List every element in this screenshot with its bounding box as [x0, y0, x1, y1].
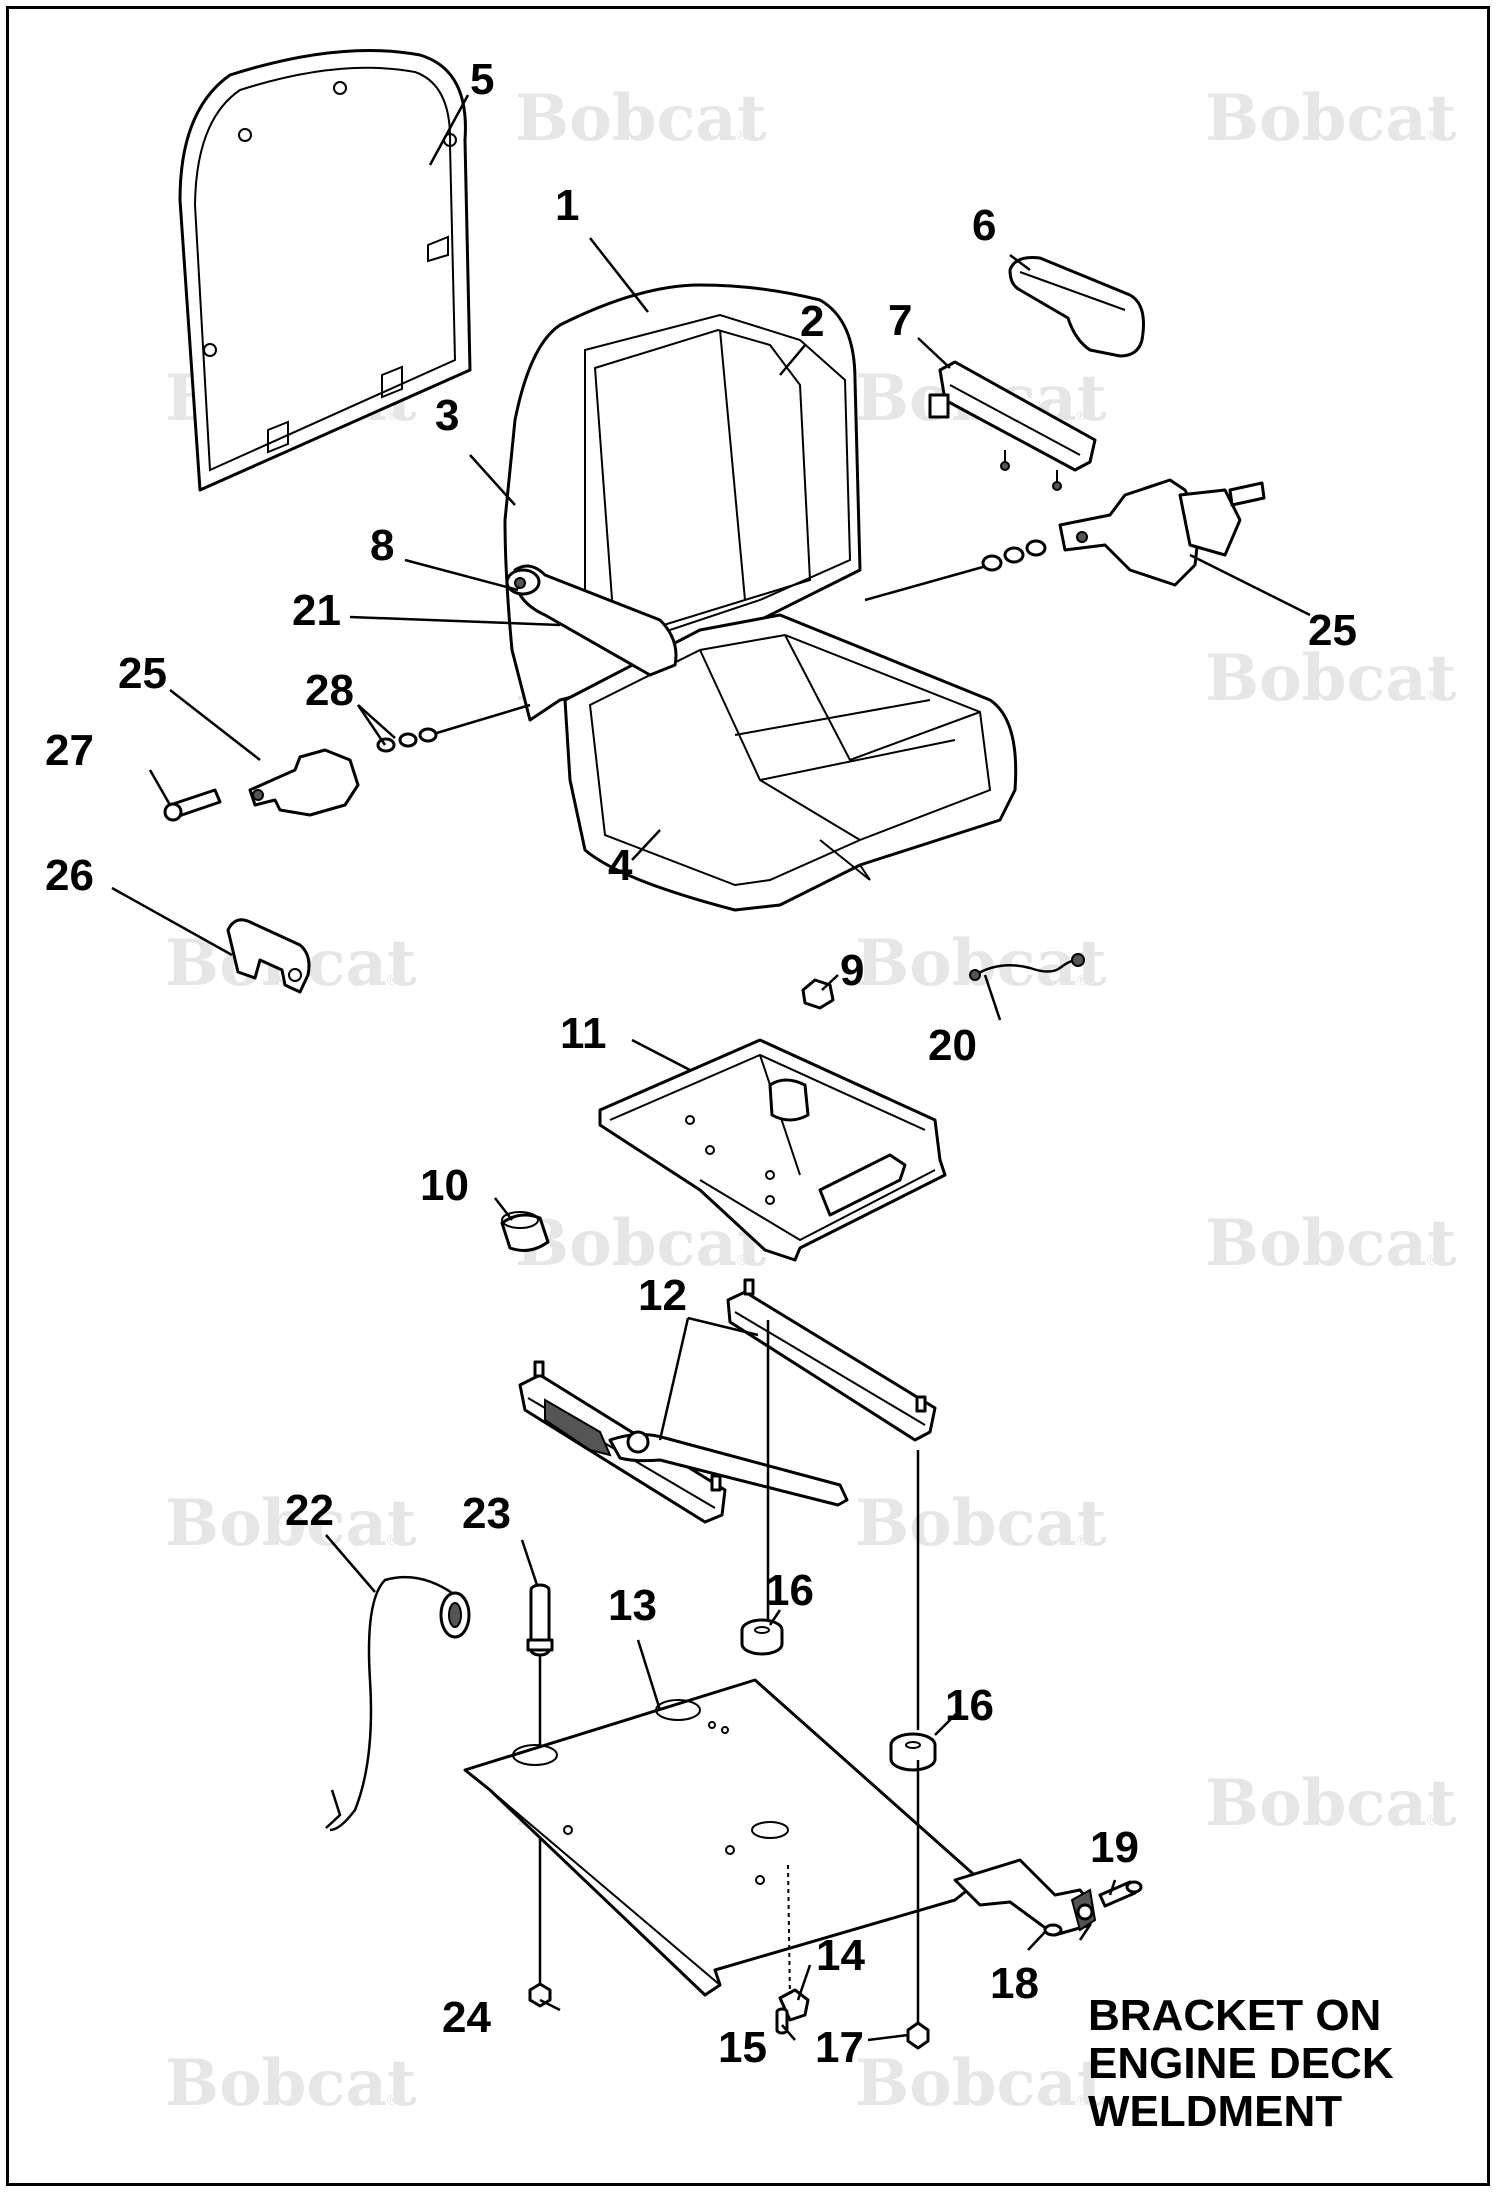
watermark-text: Bobcat	[1205, 81, 1457, 156]
watermark: Bobcat ®	[1205, 1766, 1457, 1841]
watermark: Bobcat ®	[855, 1486, 1107, 1561]
callout-9: 9	[840, 946, 864, 995]
callout-13: 13	[608, 1581, 657, 1630]
spacer-part	[740, 1618, 784, 1656]
right-belt-buckle-part	[864, 478, 1266, 602]
watermark: Bobcat ®	[855, 2046, 1107, 2121]
watermark: Bobcat ®	[1205, 641, 1457, 716]
watermark-text: Bobcat	[1205, 641, 1457, 716]
bushing-part	[500, 1211, 550, 1252]
watermark-reg: ®	[1075, 973, 1089, 989]
bracket-note: BRACKET ON ENGINE DECK WELDMENT	[1088, 1991, 1394, 2136]
callout-19: 19	[1090, 1823, 1139, 1872]
callout-17: 17	[815, 2023, 864, 2072]
callout-1: 1	[555, 181, 579, 230]
watermark-reg: ®	[385, 973, 399, 989]
callout-24: 24	[442, 1993, 491, 2042]
watermark: Bobcat ®	[515, 81, 767, 156]
watermark-text: Bobcat	[165, 2046, 417, 2121]
watermark-reg: ®	[1425, 1813, 1439, 1829]
leader-lines	[111, 94, 1311, 2042]
callout-26: 26	[45, 851, 94, 900]
watermark-reg: ®	[385, 2093, 399, 2109]
callout-5: 5	[470, 55, 494, 104]
watermark: Bobcat ®	[165, 2046, 417, 2121]
watermark-text: Bobcat	[515, 81, 767, 156]
callout-22: 22	[285, 1486, 334, 1535]
callout-10: 10	[420, 1161, 469, 1210]
note-line-1: BRACKET ON	[1088, 1991, 1381, 2040]
watermark-reg: ®	[735, 1253, 749, 1269]
callout-25-right: 25	[1308, 606, 1357, 655]
callout-20: 20	[928, 1021, 977, 1070]
callout-16-lower: 16	[945, 1681, 994, 1730]
watermark-text: Bobcat	[165, 1486, 417, 1561]
callout-3: 3	[435, 391, 459, 440]
armrest-bracket-part	[928, 360, 1097, 491]
watermark-reg: ®	[1425, 128, 1439, 144]
engine-deck-bracket	[953, 1858, 1143, 1937]
seat-frame-part	[598, 1038, 947, 1262]
note-line-2: ENGINE DECK	[1088, 2039, 1394, 2088]
watermark-text: Bobcat	[515, 1206, 767, 1281]
watermark-reg: ®	[1075, 1533, 1089, 1549]
cable-part	[325, 1575, 471, 1832]
wire-part	[969, 953, 1085, 981]
watermark-reg: ®	[385, 408, 399, 424]
note-line-3: WELDMENT	[1088, 2087, 1342, 2136]
slide-rail-part	[518, 1278, 937, 1730]
latch-part	[226, 918, 311, 994]
diagram-frame	[6, 6, 1490, 2186]
watermark-reg: ®	[385, 1533, 399, 1549]
callout-16-upper: 16	[765, 1566, 814, 1615]
callout-4: 4	[608, 841, 633, 890]
watermark-reg: ®	[1075, 2093, 1089, 2109]
left-armrest-part	[505, 564, 678, 677]
left-belt-buckle-part	[163, 703, 531, 822]
watermark-text: Bobcat	[855, 2046, 1107, 2121]
callout-21: 21	[292, 586, 341, 635]
callout-8: 8	[370, 521, 394, 570]
pivot-pin-part	[526, 1583, 554, 2008]
watermark-text: Bobcat	[1205, 1206, 1457, 1281]
callout-2: 2	[800, 297, 824, 346]
callout-11: 11	[560, 1009, 607, 1058]
watermark-reg: ®	[1425, 1253, 1439, 1269]
callout-14: 14	[816, 1931, 865, 1980]
callout-12: 12	[638, 1271, 687, 1320]
callout-6: 6	[972, 201, 996, 250]
nut-part	[906, 2021, 930, 2050]
watermark-reg: ®	[1075, 408, 1089, 424]
watermark: Bobcat ®	[515, 1206, 767, 1281]
callout-23: 23	[462, 1489, 511, 1538]
watermark-reg: ®	[735, 128, 749, 144]
base-plate-part	[463, 1678, 982, 2025]
callout-27: 27	[45, 726, 94, 775]
callout-18: 18	[990, 1959, 1039, 2008]
callout-7: 7	[888, 296, 912, 345]
spacer-part	[889, 1732, 937, 1772]
callout-28: 28	[305, 666, 354, 715]
watermark: Bobcat ®	[165, 1486, 417, 1561]
watermark-text: Bobcat	[855, 1486, 1107, 1561]
callout-15: 15	[718, 2023, 767, 2072]
watermark: Bobcat ®	[1205, 81, 1457, 156]
back-panel-part	[178, 49, 472, 492]
watermark-text: Bobcat	[1205, 1766, 1457, 1841]
watermark-reg: ®	[1425, 688, 1439, 704]
callout-25-left: 25	[118, 649, 167, 698]
watermark: Bobcat ®	[1205, 1206, 1457, 1281]
callout-labels: 1 2 3 4 5 6 7 8 9 10 11 12 13 14 15 16 1…	[45, 55, 1357, 2072]
armrest-pad-part	[1008, 256, 1145, 358]
